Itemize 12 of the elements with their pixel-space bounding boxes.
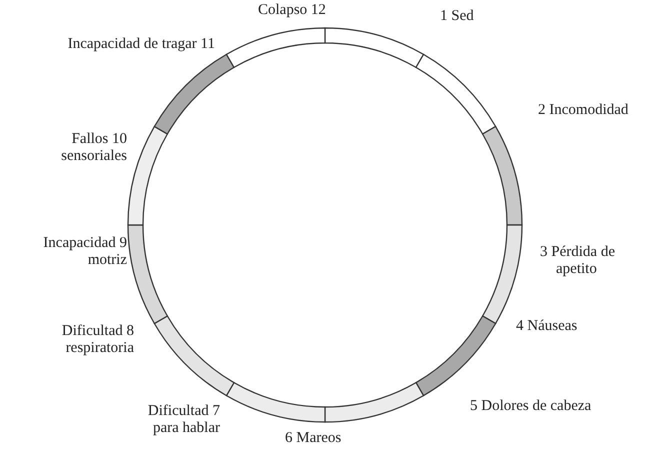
symptom-label: 1 Sed [440, 8, 474, 25]
symptom-label: Incapacidad 9 motriz [42, 235, 127, 269]
symptom-label: Dificultad 8 respiratoria [60, 323, 134, 357]
symptom-label: Colapso 12 [258, 2, 326, 19]
symptom-label: Fallos 10 sensoriales [60, 131, 127, 165]
symptom-label: Incapacidad de tragar 11 [68, 36, 215, 53]
symptom-label: 6 Mareos [285, 430, 342, 447]
symptom-label: 3 Pérdida de apetito [540, 244, 616, 278]
symptom-label: 4 Náuseas [516, 318, 578, 335]
symptom-label: 2 Incomodidad [538, 102, 628, 119]
symptom-label: 5 Dolores de cabeza [470, 398, 592, 415]
symptom-label: Dificultad 7 para hablar [146, 403, 220, 437]
